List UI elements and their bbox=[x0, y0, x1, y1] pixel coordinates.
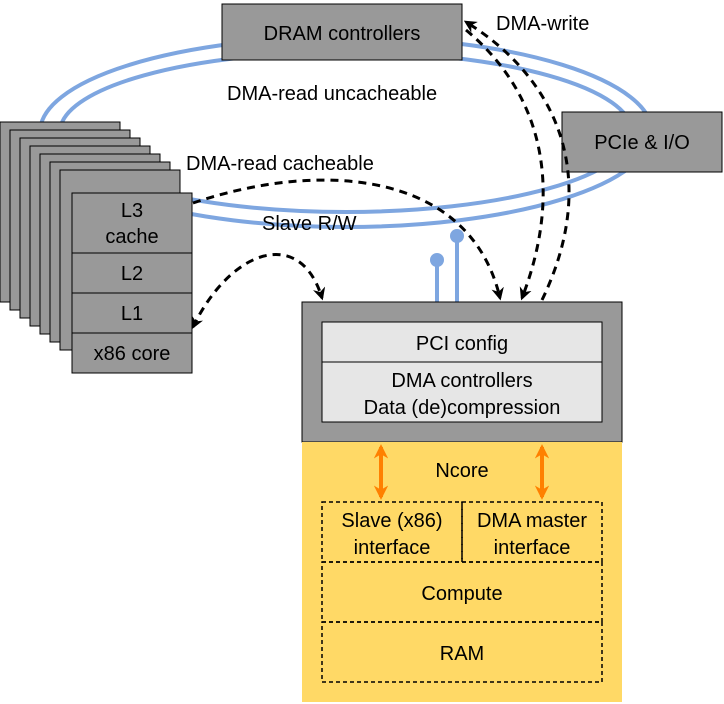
slave-rw-arrow bbox=[191, 253, 326, 330]
dma-read-uncacheable-label: DMA-read uncacheable bbox=[227, 83, 437, 105]
pci-config-label: PCI config bbox=[416, 333, 508, 355]
l2-cache-box bbox=[71, 252, 193, 294]
data-decompression-label: Data (de)compression bbox=[364, 397, 561, 419]
l2-cache-label: L2 bbox=[121, 263, 143, 285]
l1-cache-label: L1 bbox=[121, 303, 143, 325]
pcie-io-block: PCIe & I/O bbox=[561, 111, 723, 173]
ring-tap-1 bbox=[430, 253, 444, 267]
dma-write-label: DMA-write bbox=[496, 13, 589, 35]
ncore-title: Ncore bbox=[435, 460, 488, 482]
orange-links bbox=[373, 444, 550, 500]
ring-connectors bbox=[430, 229, 464, 302]
uncore-block: PCI config DMA controllers Data (de)comp… bbox=[301, 301, 623, 443]
edge-labels: DMA-write DMA-read uncacheable DMA-read … bbox=[186, 13, 589, 235]
ram-box bbox=[321, 621, 603, 683]
ram-label: RAM bbox=[440, 643, 484, 665]
ncore-block: Ncore Slave (x86) interface DMA master i… bbox=[302, 442, 622, 702]
ncore-box bbox=[302, 442, 622, 702]
dram-controllers-block: DRAM controllers bbox=[221, 3, 463, 61]
pcie-io-box bbox=[561, 111, 723, 173]
dma-write-arrow bbox=[463, 20, 571, 301]
dma-master-interface-label-line2: interface bbox=[494, 537, 571, 559]
dma-read-cacheable-arrow bbox=[192, 178, 504, 301]
dram-controllers-label: DRAM controllers bbox=[264, 23, 421, 45]
slave-rw-label: Slave R/W bbox=[262, 213, 357, 235]
dataflow-arrows bbox=[191, 20, 571, 330]
dma-read-uncacheable-arrow bbox=[465, 28, 545, 301]
slave-interface-label-line2: interface bbox=[354, 537, 431, 559]
dma-master-interface-label-line1: DMA master bbox=[477, 510, 587, 532]
x86-core-label: x86 core bbox=[94, 343, 171, 365]
dma-read-cacheable-label: DMA-read cacheable bbox=[186, 153, 374, 175]
dma-controllers-label: DMA controllers bbox=[391, 370, 532, 392]
x86-core-box bbox=[71, 332, 193, 374]
ring-tap-2 bbox=[450, 229, 464, 243]
l3-cache-label-line2: cache bbox=[105, 226, 158, 248]
l3-cache-label-line1: L3 bbox=[121, 200, 143, 222]
dram-controllers-box bbox=[221, 3, 463, 61]
slave-interface-label-line1: Slave (x86) bbox=[341, 510, 442, 532]
dma-controllers-box bbox=[321, 361, 603, 423]
l3-cache-box bbox=[71, 192, 193, 254]
pcie-io-label: PCIe & I/O bbox=[594, 132, 690, 154]
core-stack: L3 cache L2 L1 x86 core bbox=[71, 192, 193, 374]
compute-label: Compute bbox=[421, 583, 502, 605]
pci-config-box bbox=[321, 321, 603, 363]
